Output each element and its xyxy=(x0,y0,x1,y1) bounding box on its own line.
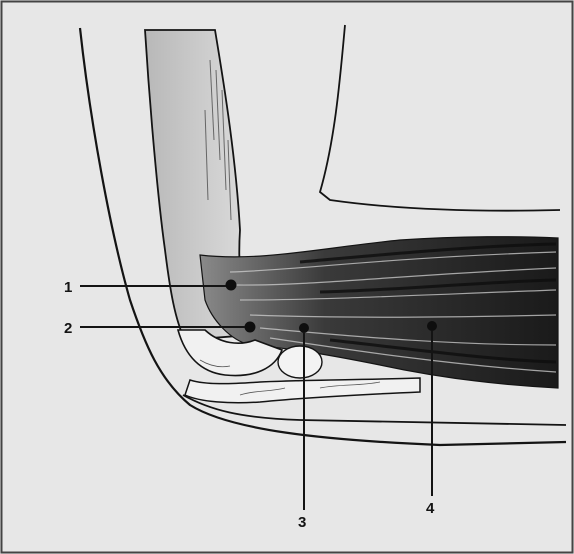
label-2: 2 xyxy=(64,320,72,337)
capitulum xyxy=(278,346,322,378)
marker-2-dot xyxy=(245,322,256,333)
label-3: 3 xyxy=(298,514,306,531)
marker-3-dot xyxy=(299,323,309,333)
marker-4-dot xyxy=(427,321,437,331)
label-4: 4 xyxy=(426,500,435,517)
marker-1-dot xyxy=(226,280,237,291)
label-1: 1 xyxy=(64,279,72,296)
